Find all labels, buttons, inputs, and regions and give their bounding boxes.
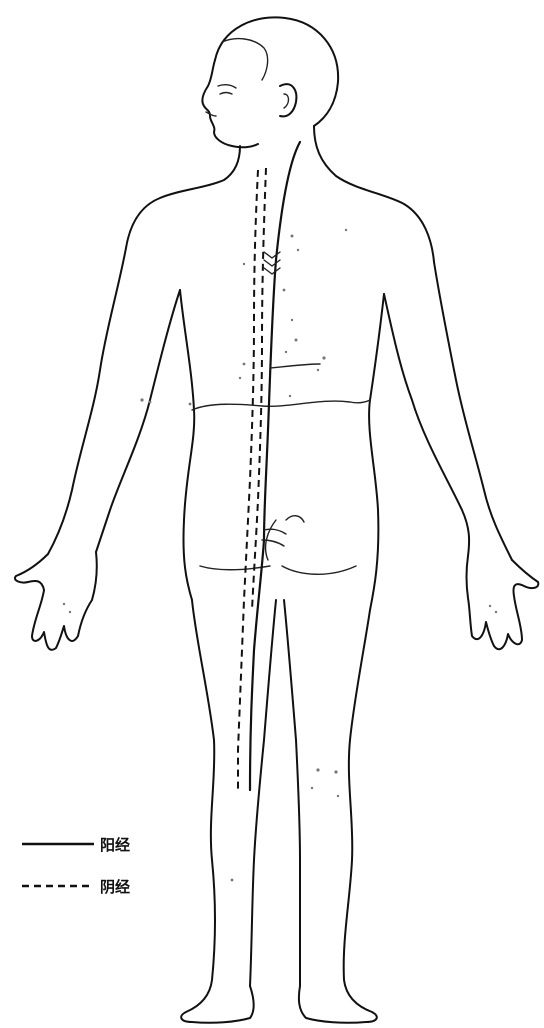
right-arm <box>384 262 538 649</box>
speckles <box>63 229 497 882</box>
head <box>202 17 338 147</box>
legend: 阳经 阴经 <box>22 836 130 896</box>
left-arm <box>15 248 180 650</box>
dashed-meridian-line <box>238 170 258 790</box>
legend-main-channel-label: 阳经 <box>100 836 130 854</box>
torso <box>126 126 434 610</box>
legend-branch-channel-label: 阴经 <box>100 878 130 896</box>
right-leg <box>284 600 377 1023</box>
left-leg <box>181 600 276 1023</box>
meridian-lines <box>238 142 320 790</box>
